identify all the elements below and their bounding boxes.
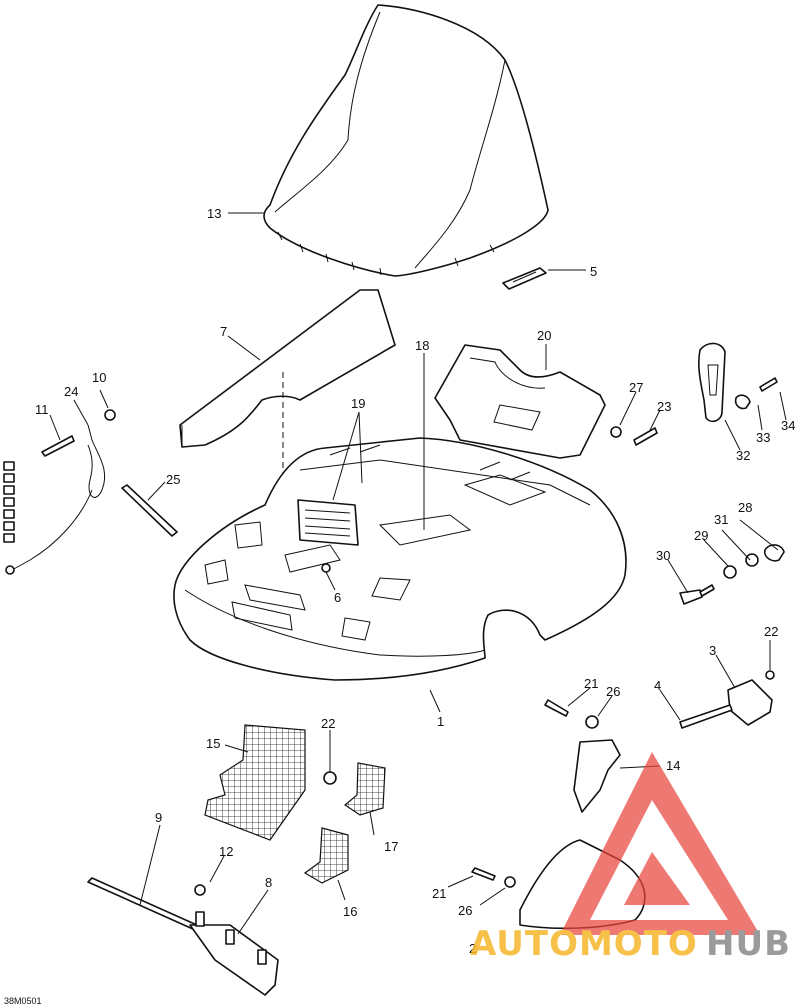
callout-27: 27 (629, 380, 643, 395)
callout-31: 31 (714, 512, 728, 527)
panel-insert-part (434, 344, 606, 459)
hinge-bracket-part (679, 670, 775, 729)
callout-18: 18 (415, 338, 429, 353)
callout-6: 6 (334, 590, 341, 605)
callout-21-lower: 21 (432, 886, 446, 901)
callout-7: 7 (220, 324, 227, 339)
mount-bracket-part (471, 699, 646, 930)
drawing-code: 38M0501 (4, 996, 42, 1006)
callout-22: 22 (321, 716, 335, 731)
side-panel-part (179, 289, 396, 500)
callout-10: 10 (92, 370, 106, 385)
callout-17: 17 (384, 839, 398, 854)
rod-assembly-part (87, 877, 279, 996)
callout-2: 2 (469, 941, 476, 956)
callout-25: 25 (166, 472, 180, 487)
callout-26: 26 (606, 684, 620, 699)
callout-5: 5 (590, 264, 597, 279)
callout-28: 28 (738, 500, 752, 515)
callout-29: 29 (694, 528, 708, 543)
callout-30: 30 (656, 548, 670, 563)
callout-1: 1 (437, 714, 444, 729)
callout-16: 16 (343, 904, 357, 919)
leader-lines (49, 212, 787, 935)
callout-4: 4 (654, 678, 661, 693)
watermark-logo: AUTOMOTO HUB (470, 752, 791, 964)
callout-20: 20 (537, 328, 551, 343)
callout-3: 3 (709, 643, 716, 658)
latch-hardware-part (610, 342, 778, 446)
callout-19: 19 (351, 396, 365, 411)
callout-12: 12 (219, 844, 233, 859)
callout-8: 8 (265, 875, 272, 890)
callout-9: 9 (155, 810, 162, 825)
cable-assembly-part (3, 409, 178, 575)
callout-32: 32 (736, 448, 750, 463)
watermark-triangle-icon (560, 752, 760, 935)
callout-26-lower: 26 (458, 903, 472, 918)
callout-labels: 1 2 3 4 5 6 7 8 9 10 11 12 13 14 15 16 1… (35, 206, 795, 956)
callout-13: 13 (207, 206, 221, 221)
windshield-part (263, 4, 549, 277)
callout-11: 11 (35, 402, 49, 417)
callout-34: 34 (781, 418, 795, 433)
support-bracket-part (204, 724, 386, 884)
callout-23: 23 (657, 399, 671, 414)
fastener-group-part (679, 544, 785, 605)
watermark-text-main: AUTOMOTO (470, 924, 698, 964)
callout-24: 24 (64, 384, 78, 399)
watermark-text-hub: HUB (706, 924, 791, 964)
rivet-strip-part (502, 267, 547, 290)
callout-22-right: 22 (764, 624, 778, 639)
callout-14: 14 (666, 758, 680, 773)
callout-21: 21 (584, 676, 598, 691)
hood-part (173, 437, 627, 681)
callout-15: 15 (206, 736, 220, 751)
callout-33: 33 (756, 430, 770, 445)
